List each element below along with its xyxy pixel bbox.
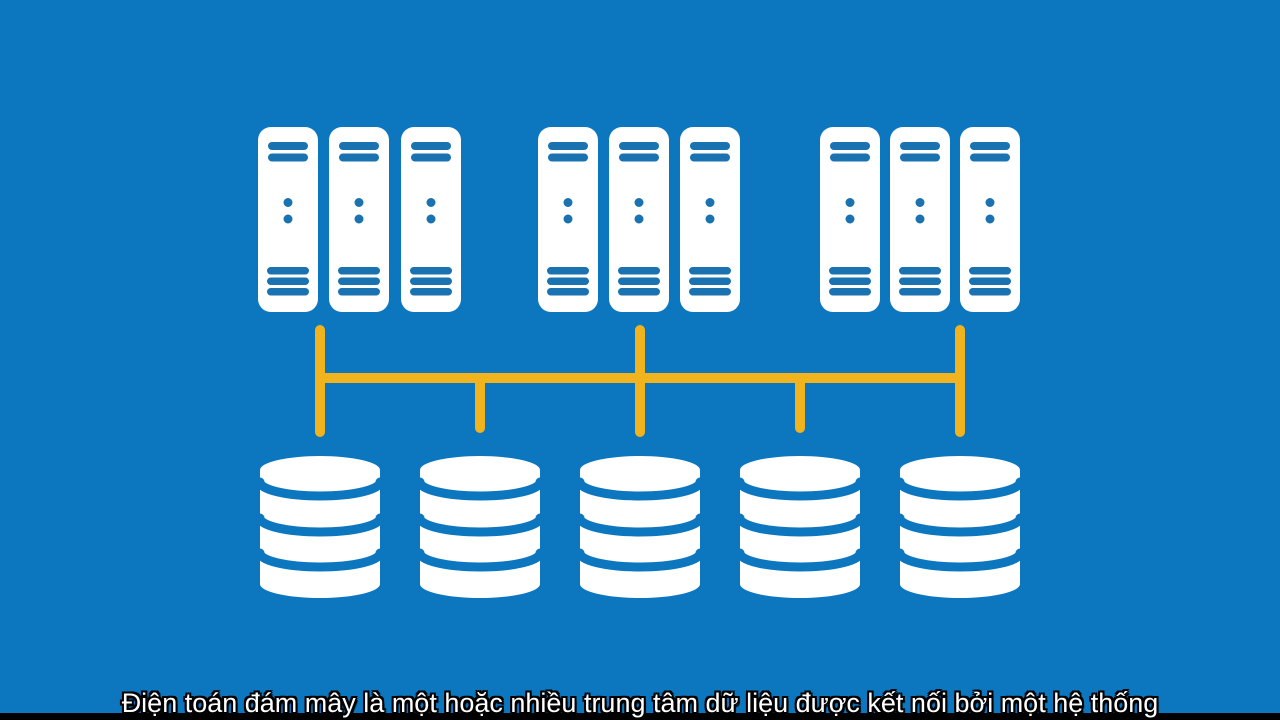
- server-rack-icon: [401, 127, 461, 312]
- database-icon: [260, 456, 380, 598]
- network-drop-line: [315, 325, 325, 437]
- server-rack-icon: [820, 127, 880, 312]
- network-drop-line: [795, 376, 805, 433]
- server-rack-icon: [329, 127, 389, 312]
- database-icon: [900, 456, 1020, 598]
- server-rack-icon: [609, 127, 669, 312]
- server-rack-icon: [538, 127, 598, 312]
- network-drop-line: [635, 325, 645, 437]
- server-rack-icon: [960, 127, 1020, 312]
- database-row: [260, 456, 1020, 598]
- letterbox-bar: [0, 713, 1280, 720]
- network-drop-line: [955, 325, 965, 437]
- server-group-2: [538, 127, 740, 312]
- network-drop-line: [475, 376, 485, 433]
- database-icon: [420, 456, 540, 598]
- server-rack-icon: [680, 127, 740, 312]
- server-group-1: [258, 127, 461, 312]
- database-icon: [740, 456, 860, 598]
- server-rack-icon: [890, 127, 950, 312]
- database-icon: [580, 456, 700, 598]
- server-rack-icon: [258, 127, 318, 312]
- network-bus: [315, 325, 965, 437]
- subtitle-caption: Điện toán đám mây là một hoặc nhiều trun…: [121, 687, 1159, 718]
- server-group-3: [820, 127, 1020, 312]
